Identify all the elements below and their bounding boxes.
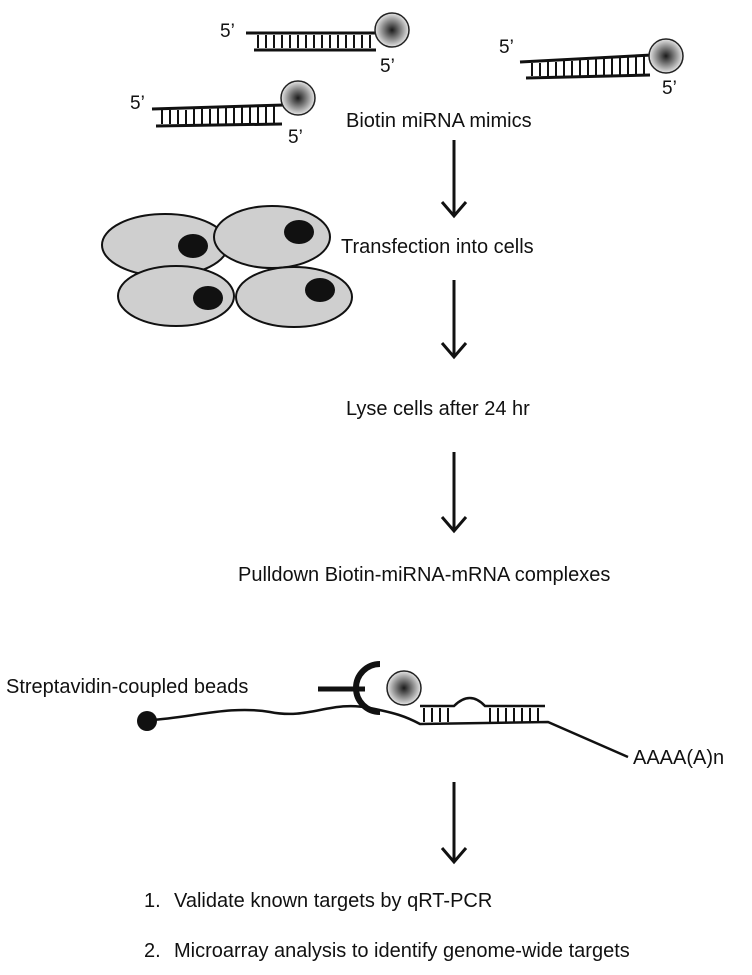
cell <box>235 266 353 328</box>
mrna-cap-icon <box>137 711 157 731</box>
biotin-mirna-duplex-2 <box>519 38 684 80</box>
step-biotin-mimics: Biotin miRNA mimics <box>346 110 532 132</box>
arrow-down-icon <box>440 782 468 865</box>
biotin-mirna-duplex-1 <box>246 12 410 52</box>
streptavidin-bead-icon <box>353 661 381 715</box>
arrow-down-icon <box>440 280 468 360</box>
five-prime-label: 5’ <box>130 93 145 114</box>
biotin-bead-icon <box>386 670 422 706</box>
five-prime-label: 5’ <box>380 56 395 77</box>
five-prime-label: 5’ <box>499 37 514 58</box>
cell <box>117 265 235 327</box>
outcome-text: Microarray analysis to identify genome-w… <box>174 940 630 962</box>
step-pulldown: Pulldown Biotin-miRNA-mRNA complexes <box>238 564 611 586</box>
streptavidin-label: Streptavidin-coupled beads <box>6 676 249 698</box>
nucleus <box>305 278 335 302</box>
flow-arrows <box>440 140 468 865</box>
five-prime-label: 5’ <box>220 21 235 42</box>
biotin-bead-icon <box>374 12 410 48</box>
step-lyse: Lyse cells after 24 hr <box>346 398 530 420</box>
biotin-bead-icon <box>648 38 684 74</box>
five-prime-label: 5’ <box>288 127 303 148</box>
five-prime-label: 5’ <box>662 78 677 99</box>
nucleus <box>178 234 208 258</box>
outcome-number: 2. <box>144 940 161 962</box>
step-transfection: Transfection into cells <box>341 236 534 258</box>
mrna-strand <box>149 704 629 759</box>
outcome-number: 1. <box>144 890 161 912</box>
polya-tail-label: AAAA(A)n <box>633 747 725 769</box>
arrow-down-icon <box>440 140 468 219</box>
pulldown-complex <box>137 661 629 759</box>
biotin-bead-icon <box>280 80 316 116</box>
nucleus <box>193 286 223 310</box>
cell-cluster <box>101 205 353 328</box>
mirna-strand <box>420 696 545 708</box>
arrow-down-icon <box>440 452 468 534</box>
nucleus <box>284 220 314 244</box>
outcome-text: Validate known targets by qRT-PCR <box>174 890 493 912</box>
biotin-mirna-duplex-3 <box>151 80 316 128</box>
base-pairs <box>423 708 539 722</box>
